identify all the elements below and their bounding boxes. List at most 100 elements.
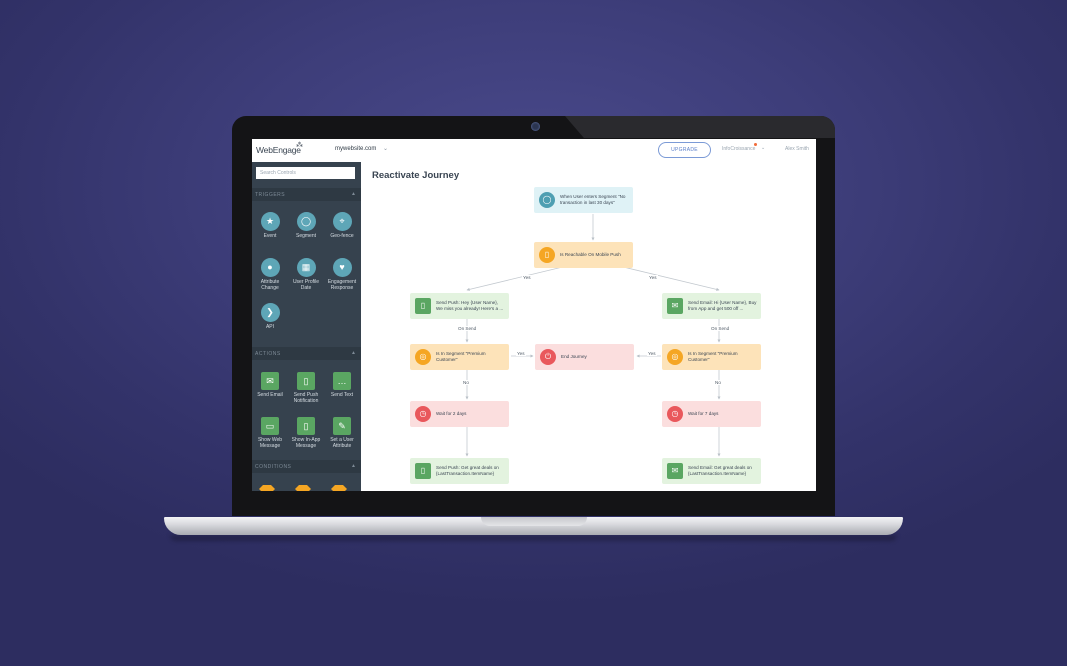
tool-send-email[interactable]: ✉ Send Email	[252, 372, 288, 398]
tool-show-in-app-message[interactable]: ▯ Show In-App Message	[288, 417, 324, 449]
node-label: Send Email: Get great deals on {LastTran…	[688, 465, 752, 476]
node-start-trigger[interactable]: ◯ When User enters Segment "No transacti…	[534, 187, 633, 213]
node-end-journey[interactable]: ⏻ End Journey	[535, 344, 634, 370]
tool-label: Send Email	[257, 392, 283, 398]
tool-set-user-attribute[interactable]: ✎ Set a User Attribute	[324, 417, 360, 449]
section-title: ACTIONS	[255, 351, 281, 357]
segment-icon: ◎	[415, 349, 431, 365]
edge-reachable-email	[614, 264, 720, 291]
tool-engagement-response[interactable]: ♥ Engagement Response	[324, 258, 360, 291]
condition-hexagon-icon[interactable]	[331, 485, 347, 491]
tool-label: Send Text	[330, 392, 354, 398]
power-icon: ⏻	[540, 349, 556, 365]
location-pin-icon: ⌖	[332, 212, 352, 231]
actions-section-header[interactable]: ACTIONS ▲	[252, 347, 361, 360]
org-menu[interactable]: InfoCroissance	[722, 146, 756, 152]
node-label: When User enters Segment "No transaction…	[560, 194, 626, 205]
node-send-email-1[interactable]: ✉ Send Email: Hi {User Name}, Buy from A…	[662, 293, 761, 319]
edge-label: Yes	[516, 351, 526, 356]
upgrade-button[interactable]: UPGRADE	[658, 142, 711, 158]
node-label: End Journey	[561, 354, 587, 359]
email-icon: ✉	[667, 298, 683, 314]
edge-label: Yes	[522, 275, 532, 280]
node-wait-left[interactable]: ◷ Wait for 2 days	[410, 401, 509, 427]
node-segment-right[interactable]: ◎ Is In Segment "Premium Customer"	[662, 344, 761, 370]
user-attribute-icon: ✎	[333, 417, 351, 435]
logo-sparkle-icon: ⁂	[296, 142, 303, 149]
tool-show-web-message[interactable]: ▭ Show Web Message	[252, 417, 288, 449]
tool-attribute-change[interactable]: ● Attribute Change	[252, 258, 288, 291]
tool-send-push[interactable]: ▯ Send Push Notification	[288, 372, 324, 404]
triggers-section-header[interactable]: TRIGGERS ▲	[252, 188, 361, 201]
journey-canvas[interactable]: Reactivate Journey Yes Y	[361, 162, 816, 491]
email-icon: ✉	[667, 463, 683, 479]
email-icon: ✉	[261, 372, 279, 390]
chevron-down-icon[interactable]: ⌄	[383, 146, 389, 152]
tool-label: API	[265, 324, 275, 330]
tool-user-profile-date[interactable]: ▦ User Profile Date	[288, 258, 324, 291]
browser-icon: ▭	[261, 417, 279, 435]
node-reachable-condition[interactable]: ▯ Is Reachable On Mobile Push	[534, 242, 633, 268]
node-label: Is In Segment "Premium Customer"	[688, 351, 738, 362]
site-selector[interactable]: mywebsite.com	[335, 146, 377, 152]
condition-hexagon-icon[interactable]	[295, 485, 311, 491]
node-send-push-2[interactable]: ▯ Send Push: Get great deals on {LastTra…	[410, 458, 509, 484]
node-send-push-1[interactable]: ▯ Send Push: Hey {User Name}, We miss yo…	[410, 293, 509, 319]
edge-label: On Send	[457, 326, 478, 331]
tool-label: Show Web Message	[257, 437, 283, 449]
user-icon: ●	[260, 258, 280, 277]
tool-segment[interactable]: ◯ Segment	[288, 212, 324, 239]
tool-label: Geo-fence	[330, 233, 354, 239]
edge-label: On Send	[710, 326, 731, 331]
edge-label: No	[462, 380, 470, 385]
calendar-icon: ▦	[296, 258, 316, 277]
chevron-up-icon[interactable]: ▲	[351, 350, 356, 356]
chevron-down-icon[interactable]: ⌄	[761, 145, 766, 151]
chat-icon: …	[333, 372, 351, 390]
tool-label: Segment	[295, 233, 316, 239]
mobile-icon: ▯	[297, 372, 315, 390]
journey-title: Reactivate Journey	[372, 170, 460, 181]
edge-label: No	[714, 380, 722, 385]
bezel-glare	[565, 116, 835, 138]
laptop-notch	[481, 517, 587, 526]
app-screen: WebEngage ⁂ mywebsite.com ⌄ UPGRADE Info…	[252, 139, 816, 491]
tool-geo-fence[interactable]: ⌖ Geo-fence	[324, 212, 360, 239]
chevron-up-icon[interactable]: ▲	[351, 191, 356, 197]
edge-reachable-push	[466, 264, 572, 291]
node-wait-right[interactable]: ◷ Wait for 7 days	[662, 401, 761, 427]
tool-label: Send Push Notification	[293, 392, 319, 404]
conditions-section-header[interactable]: CONDITIONS ▲	[252, 460, 361, 473]
search-controls-input[interactable]: Search Controls	[256, 167, 355, 179]
user-menu[interactable]: Alex Smith	[785, 146, 809, 152]
clock-icon: ◷	[415, 406, 431, 422]
segment-icon: ◯	[296, 212, 316, 231]
laptop-base	[164, 517, 903, 535]
condition-hexagon-icon[interactable]	[259, 485, 275, 491]
node-label: Send Push: Hey {User Name}, We miss you …	[436, 300, 504, 311]
tool-send-text[interactable]: … Send Text	[324, 372, 360, 398]
segment-icon: ◯	[539, 192, 555, 208]
section-title: CONDITIONS	[255, 464, 292, 470]
tool-api[interactable]: ❯ API	[252, 303, 288, 330]
chevron-up-icon[interactable]: ▲	[351, 463, 356, 469]
controls-sidebar: Search Controls TRIGGERS ▲ ★ Event ◯ Seg…	[252, 162, 361, 491]
node-label: Wait for 2 days	[436, 411, 467, 416]
tool-event[interactable]: ★ Event	[252, 212, 288, 239]
mobile-icon: ▯	[539, 247, 555, 263]
webengage-logo[interactable]: WebEngage	[256, 145, 301, 155]
tool-label: Show In-App Message	[291, 437, 321, 449]
mobile-icon: ▯	[415, 463, 431, 479]
node-send-email-2[interactable]: ✉ Send Email: Get great deals on {LastTr…	[662, 458, 761, 484]
star-icon: ★	[260, 212, 280, 231]
node-label: Send Email: Hi {User Name}, Buy from App…	[688, 300, 757, 311]
node-segment-left[interactable]: ◎ Is In Segment "Premium Customer"	[410, 344, 509, 370]
tool-label: Engagement Response	[327, 279, 357, 291]
section-title: TRIGGERS	[255, 192, 286, 198]
mobile-icon: ▯	[297, 417, 315, 435]
heart-icon: ♥	[332, 258, 352, 277]
edge-label: Yes	[648, 275, 658, 280]
notification-dot	[754, 143, 757, 146]
node-label: Is In Segment "Premium Customer"	[436, 351, 486, 362]
edge-label: Yes	[647, 351, 657, 356]
